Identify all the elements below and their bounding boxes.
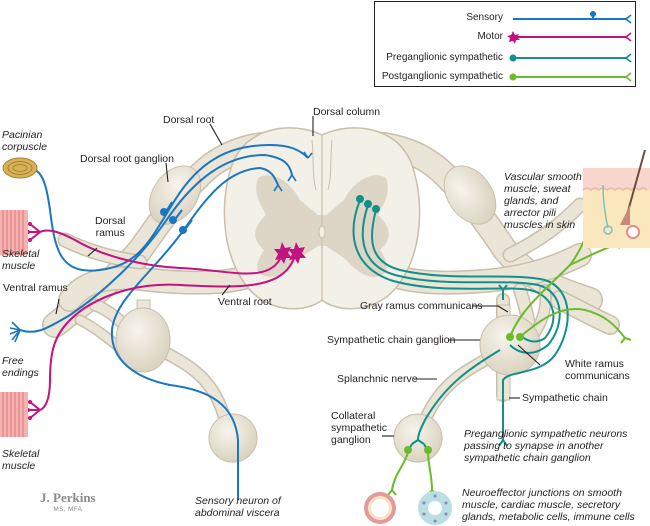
label-neuroeffector-junctions: Neuroeffector junctions on smooth muscle… — [462, 487, 635, 523]
blood-vessel-effector — [364, 492, 396, 524]
label-sympathetic-chain: Sympathetic chain — [522, 392, 608, 404]
leader-lines — [55, 116, 541, 437]
sensory-neuron-pacinian — [17, 143, 309, 272]
legend-item-preganglionic: Preganglionic sympathetic — [375, 51, 635, 65]
skeletal-muscle-bottom — [0, 392, 28, 437]
preganglionic-cell-bodies — [356, 195, 380, 213]
sensory-legend-icon — [513, 11, 632, 24]
label-white-ramus-communicans: White ramus communicans — [565, 358, 630, 382]
legend-item-motor: Motor — [375, 30, 635, 44]
label-pacinian-corpuscle: Pacinian corpuscle — [2, 129, 47, 153]
preganglionic-neuron-2 — [361, 204, 561, 354]
preganglionic-legend-icon — [509, 53, 632, 63]
legend-label: Motor — [477, 31, 503, 42]
artist-signature: J. Perkins MS, MFA — [40, 490, 96, 513]
motor-neuron-upper — [39, 229, 283, 275]
label-dorsal-ramus: Dorsal ramus — [95, 215, 126, 239]
pacinian-corpuscle — [2, 157, 38, 179]
preganglionic-neurons — [352, 199, 569, 450]
label-dorsal-root: Dorsal root — [163, 114, 215, 126]
label-sympathetic-chain-ganglion: Sympathetic chain ganglion — [327, 334, 456, 346]
preganglionic-splanchnic — [417, 349, 501, 441]
right-dorsal-root-ganglion — [443, 165, 497, 225]
legend-label: Sensory — [466, 12, 503, 23]
sensory-neurons — [17, 143, 309, 500]
artist-name: J. Perkins — [40, 490, 96, 505]
postganglionic-limb — [519, 308, 626, 339]
label-skeletal-muscle-bottom: Skeletal muscle — [2, 448, 40, 472]
label-splanchnic-nerve: Splanchnic nerve — [337, 373, 418, 385]
sensory-neuron-free-endings — [19, 153, 293, 333]
artist-credentials: MS, MFA — [53, 506, 83, 513]
legend-item-sensory: Sensory — [375, 11, 635, 25]
postganglionic-cell-bodies — [404, 333, 524, 454]
left-collateral-ganglion — [208, 413, 258, 463]
postganglionic-viscera-2 — [427, 451, 433, 491]
postganglionic-legend-icon — [509, 72, 632, 82]
preganglionic-neuron-3 — [370, 209, 569, 440]
label-free-endings: Free endings — [2, 355, 39, 379]
motor-neuron-lower — [39, 254, 296, 411]
legend-label: Postganglionic sympathetic — [381, 71, 503, 82]
label-skeletal-muscle-top: Skeletal muscle — [2, 248, 40, 272]
label-dorsal-root-ganglion: Dorsal root ganglion — [80, 153, 174, 165]
label-ventral-ramus: Ventral ramus — [3, 282, 68, 294]
label-vascular-smooth-muscle: Vascular smooth muscle, sweat glands, an… — [504, 171, 582, 231]
preganglionic-neuron-1 — [352, 199, 555, 343]
legend-label: Preganglionic sympathetic — [386, 52, 503, 63]
gland-effector — [418, 491, 452, 525]
motor-legend-icon — [507, 31, 632, 44]
sensory-neuron-viscera — [110, 166, 279, 500]
label-collateral-sympathetic-ganglion: Collateral sympathetic ganglion — [331, 410, 388, 446]
postganglionic-viscera-1 — [391, 451, 409, 491]
label-gray-ramus-communicans: Gray ramus communicans — [360, 300, 483, 312]
sensory-terminals — [9, 151, 313, 343]
left-sympathetic-chain-ganglion — [115, 307, 171, 373]
skeletal-muscle-top — [0, 210, 28, 255]
label-dorsal-column: Dorsal column — [313, 106, 381, 118]
label-sensory-neuron-viscera: Sensory neuron of abdominal viscera — [195, 495, 281, 519]
skin-inset — [582, 149, 650, 248]
label-ventral-root: Ventral root — [218, 296, 272, 308]
label-preganglionic-note: Preganglionic sympathetic neurons passin… — [464, 428, 628, 464]
legend-item-postganglionic: Postganglionic sympathetic — [375, 70, 635, 84]
sensory-cell-bodies — [160, 208, 187, 234]
legend: Sensory Motor Preganglionic sympathetic … — [374, 1, 636, 87]
